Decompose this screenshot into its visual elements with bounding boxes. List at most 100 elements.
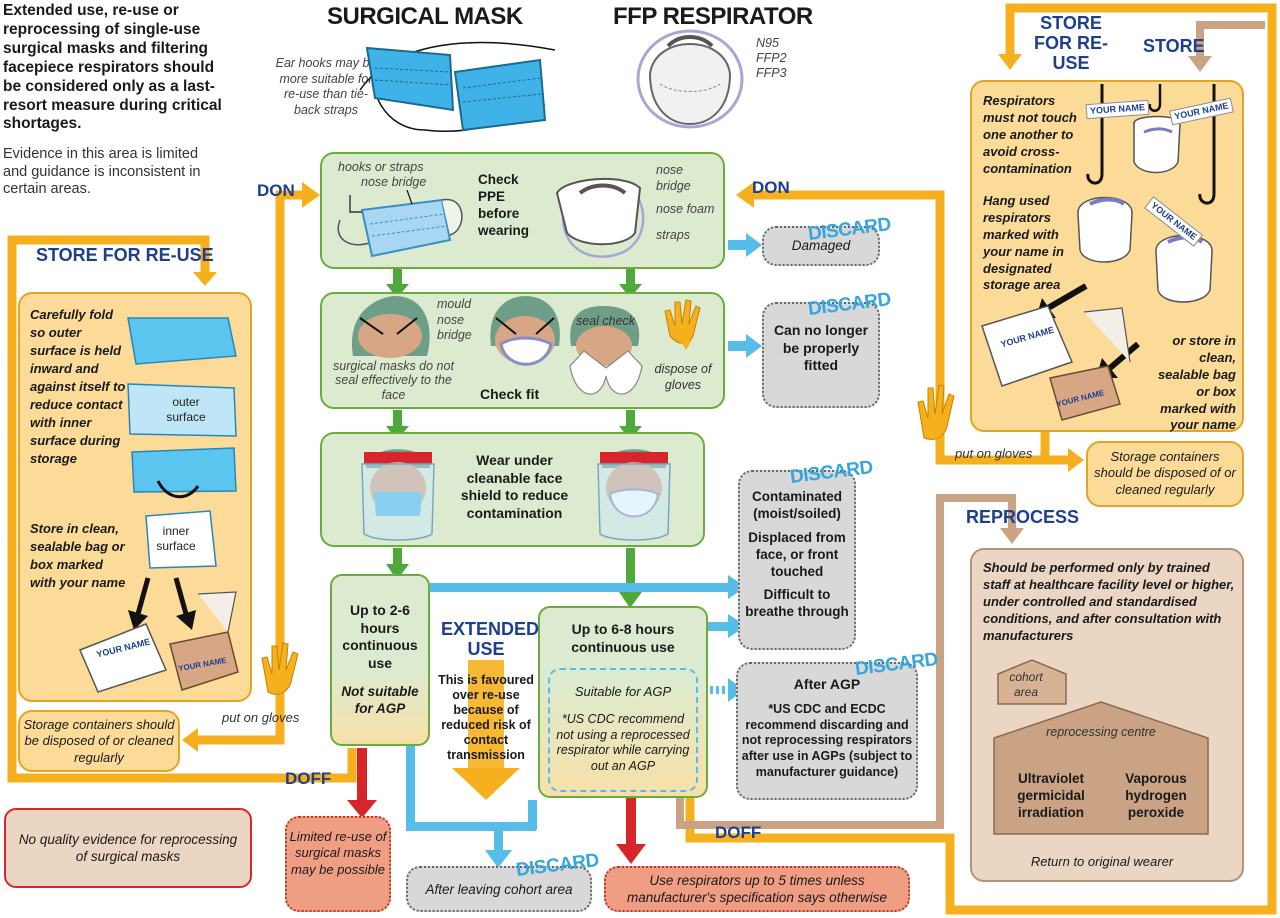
return-to-wearer: Return to original wearer: [1030, 854, 1174, 869]
discard-displaced-text: Displaced from face, or front touched: [748, 530, 846, 579]
store-left-steps: Carefully fold so outer surface is held …: [30, 307, 126, 466]
use-5-times-box: [604, 866, 910, 912]
ear-hooks-note: Ear hooks may be more suitable for re-us…: [275, 56, 377, 117]
surgical-mask-heading: SURGICAL MASK: [327, 3, 523, 30]
nose-bridge-left-label: nose bridge: [361, 175, 427, 189]
don-left-line: [275, 190, 305, 640]
cohort-area-house: [997, 659, 1067, 705]
vhp-text: Vaporous hydrogen peroxide: [1125, 771, 1187, 820]
ffp-respirator-heading: FFP RESPIRATOR: [613, 3, 813, 30]
extended-use-title: EXTENDED USE: [441, 619, 540, 659]
storage-right-arrowhead: [1068, 448, 1084, 472]
tan-store-line: [1196, 21, 1265, 60]
discard-damaged-box: [762, 226, 880, 266]
no-quality-text: No quality evidence for reprocessing of …: [18, 832, 238, 864]
store-reuse-left-label: STORE FOR RE-USE: [36, 245, 214, 265]
surgical-hours: Up to 2-6 hours continuous use: [342, 602, 418, 671]
intro-evidence: Evidence in this area is limited and gui…: [3, 146, 201, 198]
red-arrow-limited: [347, 800, 377, 818]
doff-right-line: [685, 3, 1277, 915]
storage-bag-right-illustration: [981, 283, 1140, 421]
extended-use-arrow: [452, 768, 520, 800]
hooks-straps-label: hooks or straps: [338, 160, 424, 174]
use-5-times-text: Use respirators up to 5 times unless man…: [627, 873, 887, 905]
gloves-right-icon: [917, 384, 955, 440]
store-left-arrowhead: [193, 272, 217, 286]
green-arrow-2: [619, 284, 642, 298]
discard-contaminated-text: Contaminated (moist/soiled): [751, 489, 842, 521]
don-right-label: DON: [752, 178, 790, 197]
doff-left-label: DOFF: [285, 769, 332, 788]
seal-check-illustration: [569, 306, 643, 395]
ffp-check-icon: [555, 177, 645, 258]
surgical-masks-illustration: [359, 41, 556, 133]
discard-agp-text: *US CDC and ECDC recommend discarding an…: [741, 702, 913, 779]
red-arrow-5times: [616, 844, 646, 864]
storage-containers-left-text: Storage containers should be disposed of…: [23, 717, 175, 765]
agp-note: *US CDC recommend not using a reprocesse…: [556, 712, 690, 773]
reprocessing-centre-label: reprocessing centre: [1046, 725, 1156, 739]
extended-use-text: This is favoured over re-use because of …: [438, 673, 534, 762]
mould-nose-bridge-illustration: [351, 296, 430, 358]
check-ppe-title: Check PPE before wearing: [478, 172, 530, 238]
outer-surface-label: outer surface: [166, 395, 206, 424]
store-reuse-right-label: STORE FOR RE-USE: [1034, 13, 1108, 73]
discard-agp-box: [736, 662, 918, 800]
surgical-mask-check-icon: [337, 190, 463, 258]
mould-nose-bridge-label: mould nose bridge: [437, 297, 472, 343]
ffp3-label: FFP3: [756, 66, 787, 80]
surgical-use-panel: [330, 574, 430, 746]
gloves-left-icon: [261, 642, 299, 695]
check-fit-title: Check fit: [480, 386, 540, 402]
limited-reuse-box: [285, 816, 391, 912]
seal-check-label: seal check: [576, 314, 636, 328]
nose-bridge-right-label: nose bridge: [656, 163, 691, 193]
discard-fit-box: [762, 302, 880, 408]
discard-cohort-text: After leaving cohort area: [425, 882, 573, 897]
tan-reprocess-arrowhead: [1000, 528, 1024, 544]
don-left-label: DON: [257, 181, 295, 200]
storage-bag-box-illustration: [79, 577, 239, 693]
no-seal-label: surgical masks do not seal effectively t…: [333, 359, 454, 402]
face-shield-title: Wear under cleanable face shield to redu…: [460, 452, 569, 521]
discard-fit-text: Can no longer be properly fitted: [773, 322, 869, 373]
nose-foam-label: nose foam: [656, 202, 715, 216]
don-left-arrowhead: [302, 182, 320, 208]
storage-containers-right-text: Storage containers should be disposed of…: [1094, 449, 1236, 497]
surgical-face-shield-illustration: [361, 449, 435, 541]
reprocessing-centre-house: [993, 701, 1209, 835]
straps-label: straps: [656, 228, 691, 242]
put-on-gloves-right: put on gloves: [955, 446, 1033, 461]
green-arrow-6: [619, 592, 642, 608]
storage-left-arrowhead: [182, 728, 198, 752]
store-right-arrowhead: [998, 54, 1022, 70]
uv-text: Ultraviolet germicidal irradiation: [1017, 771, 1085, 820]
don-right-arrowhead: [736, 182, 754, 208]
respirator-hours: Up to 6-8 hours continuous use: [571, 621, 675, 655]
doff-left-line: [7, 235, 357, 783]
store-right-no-touch: Respirators must not touch one another t…: [983, 93, 1077, 176]
discard-contaminated-box: [738, 470, 856, 650]
blue-arrow-contaminated: [728, 575, 746, 599]
tan-store-arrowhead: [1188, 56, 1212, 72]
inner-surface-label: inner surface: [156, 524, 196, 553]
blue-arrow-breathe: [728, 614, 746, 638]
discard-breathe-text: Difficult to breathe through: [745, 587, 849, 619]
blue-arrow-damaged: [746, 233, 762, 257]
agp-subpanel: [548, 668, 698, 792]
respirator-use-panel: [538, 606, 708, 798]
dispose-gloves-label: dispose of gloves: [654, 362, 712, 392]
cohort-area-label: cohort area: [1009, 670, 1043, 699]
dispose-gloves-icon: [664, 299, 701, 350]
put-on-gloves-left: put on gloves: [222, 710, 300, 725]
blue-arrow-cohort: [485, 850, 512, 868]
no-quality-box: [4, 808, 252, 888]
ffp-respirator-illustration: [636, 29, 744, 129]
store-right-hang: Hang used respirators marked with your n…: [983, 193, 1064, 293]
not-suitable-agp: Not suitable for AGP: [341, 684, 419, 716]
hanging-respirators-illustration: [1077, 84, 1216, 303]
green-arrow-5: [386, 564, 409, 580]
store-right-label: STORE: [1143, 36, 1205, 56]
folded-mask-illustrations: [127, 317, 237, 569]
store-left-bag: Store in clean, sealable bag or box mark…: [30, 521, 126, 590]
